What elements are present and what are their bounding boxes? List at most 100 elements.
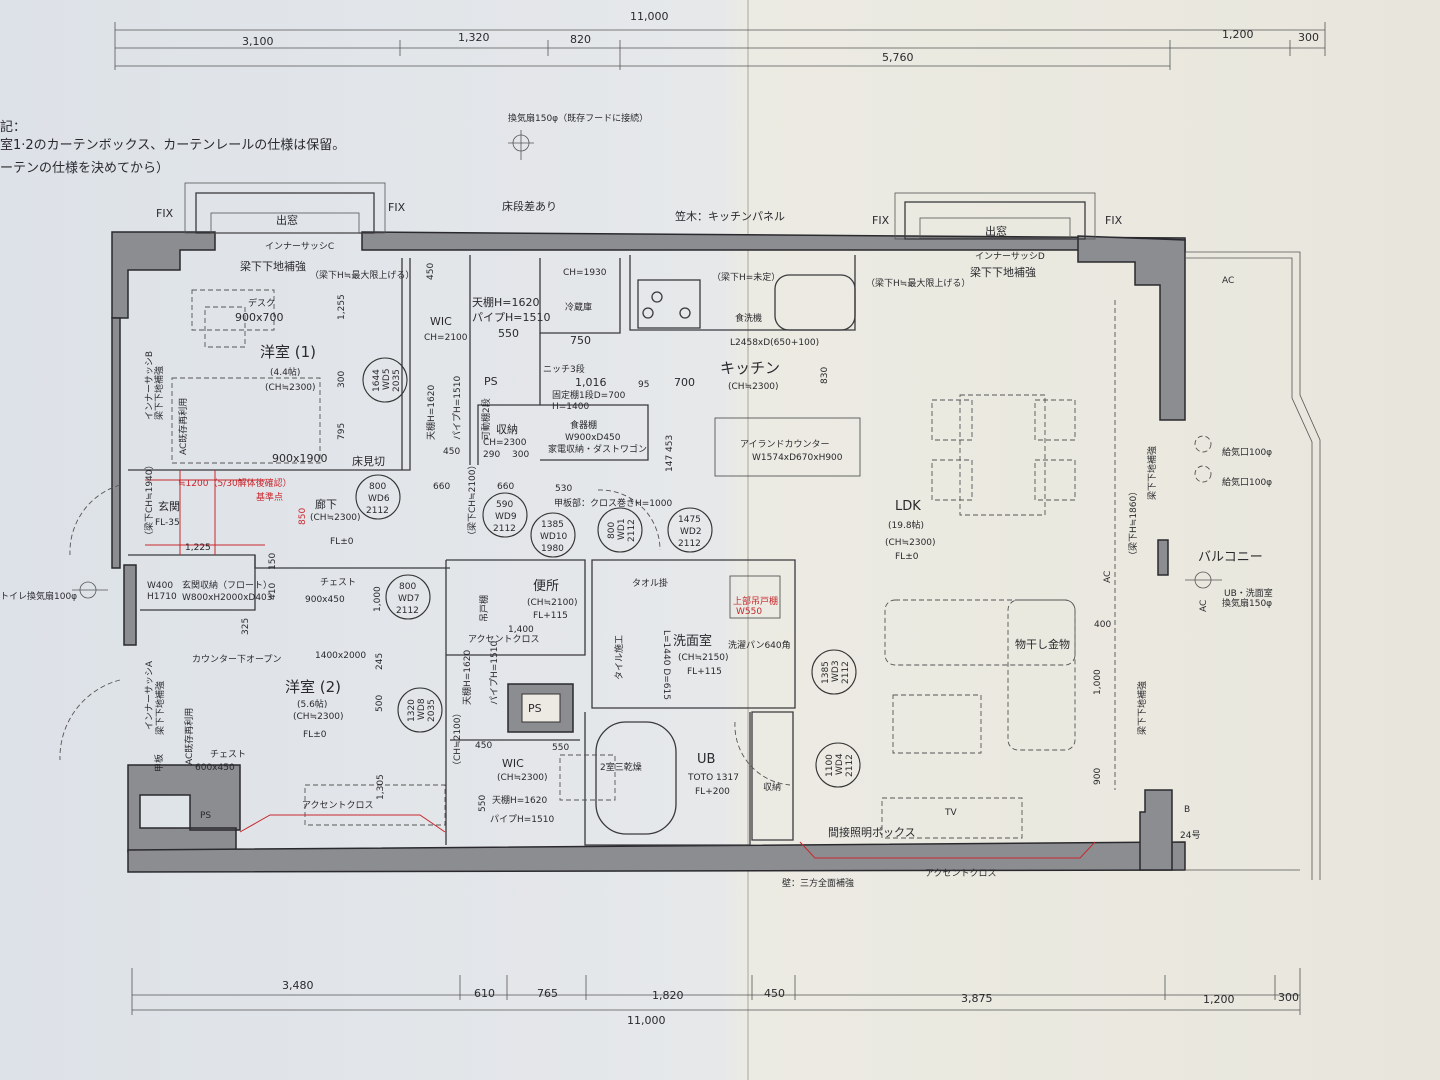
label: 洗濯パン640角 (728, 639, 791, 651)
label: 830 (820, 367, 830, 384)
room-name-toilet: 便所 (533, 579, 559, 594)
label: 900x450 (305, 595, 345, 605)
label: 600x450 (195, 763, 235, 773)
label: 梁下下地補強 (1146, 446, 1158, 500)
label: AC (1222, 276, 1234, 286)
door-height: 2112 (845, 754, 855, 777)
markup-note: 850 (298, 508, 308, 525)
label: 給気口100φ (1222, 446, 1272, 458)
label: TV (944, 808, 957, 818)
label: W800xH2000xD403 (182, 593, 273, 603)
label: PS (484, 375, 498, 388)
label: (4.4帖) (270, 366, 300, 378)
label: 400 (1094, 620, 1111, 630)
furniture-outlines (145, 289, 1096, 859)
label: チェスト (320, 577, 356, 588)
label: AC既存再利用 (183, 708, 195, 765)
markup-note: W550 (736, 607, 762, 617)
label: 750 (570, 334, 591, 347)
label: （梁下CH≒2100） (466, 460, 478, 540)
label: 660 (497, 482, 514, 492)
label: 1,000 (373, 586, 383, 612)
label: CH=1930 (563, 268, 607, 278)
door-height: 2112 (627, 519, 637, 542)
label: （梁下H≒最大限上げる） (310, 269, 414, 281)
label: 食器棚 (570, 419, 597, 431)
label: トイレ換気扇100φ (0, 590, 77, 602)
label: FL+115 (687, 667, 722, 677)
notes-line-1: 室1·2のカーテンボックス、カーテンレールの仕様は保留。 (0, 137, 345, 153)
label: 500 (375, 695, 385, 712)
label: 550 (498, 327, 519, 340)
label: AC (1103, 571, 1113, 583)
label: FIX (872, 214, 890, 227)
door-width: 800 (607, 522, 617, 539)
door-height: 2035 (392, 369, 402, 392)
label: 甲板部：クロス巻きH=1000 (554, 497, 672, 509)
label: チェスト (210, 749, 246, 760)
door-id: WD8 (417, 698, 427, 720)
label: 冷蔵庫 (565, 301, 592, 313)
label: 325 (241, 618, 251, 635)
door-id: WD6 (368, 494, 390, 504)
label: 795 (337, 423, 347, 440)
door-height: 1980 (541, 544, 564, 554)
door-id: WD10 (540, 532, 568, 542)
label: FL-35 (155, 518, 180, 528)
label: FL±0 (895, 552, 919, 562)
door-swings (59, 484, 791, 786)
label: タオル掛 (632, 577, 668, 589)
dim-bottom-total: 11,000 (627, 1014, 666, 1027)
label: 95 (638, 380, 649, 390)
label: タイル施工 (613, 635, 625, 680)
label: 900x1900 (272, 452, 328, 465)
label: パイプH=1510 (452, 376, 463, 440)
label: 660 (433, 482, 450, 492)
dim-top: 300 (1298, 31, 1319, 44)
label: 900x700 (235, 311, 284, 324)
door-height: 2112 (841, 661, 851, 684)
door-width: 800 (399, 582, 416, 592)
label: 床見切 (352, 454, 385, 468)
label: インナーサッシD (975, 251, 1045, 262)
label: 900 (1093, 768, 1103, 785)
door-width: 800 (369, 482, 386, 492)
markup-note: 基準点 (256, 491, 283, 503)
room-name-entrance: 玄関 (158, 499, 180, 513)
bottom-dimension-lines: 3,480 610 765 1,820 450 3,875 1,200 300 … (131, 968, 1301, 1027)
label: (CH≒2100) (527, 598, 578, 608)
vent-icon (1185, 435, 1222, 589)
label: 150 (268, 553, 278, 570)
plan-labels: 換気扇150φ（既存フードに接続） FIX 出窓 FIX インナーサッシC 梁下… (0, 112, 1273, 889)
door-width: 1385 (541, 520, 564, 530)
label-balcony: バルコニー (1198, 550, 1263, 565)
label: L=1440 D=615 (661, 630, 671, 700)
door-height: 2112 (396, 606, 419, 616)
label: FL±0 (330, 537, 354, 547)
room-name-kitchen: キッチン (720, 359, 780, 377)
label: 給気口100φ (1222, 476, 1272, 488)
label: アクセントクロス (468, 634, 540, 645)
top-dimension-lines: 11,000 3,100 1,320 820 5,760 1,200 300 (114, 10, 1326, 70)
label: W400 (147, 581, 173, 591)
door-id: WD2 (680, 527, 702, 537)
interior-walls (128, 251, 1321, 880)
door-width: 1385 (821, 661, 831, 684)
notes-line-2: ーテンの仕様を決めてから） (0, 161, 169, 176)
label: 1,000 (1093, 669, 1103, 695)
label: 梁下下地補強 (240, 259, 306, 273)
label: WIC (502, 757, 524, 770)
label: TOTO 1317 (687, 773, 739, 783)
label: 物干し金物 (1015, 637, 1070, 651)
label: （梁下H=未定） (712, 271, 780, 283)
label: 24号 (1180, 830, 1200, 841)
dim-bottom: 1,200 (1203, 993, 1235, 1006)
label: 290 (483, 450, 500, 460)
dim-bottom: 3,480 (282, 979, 314, 992)
